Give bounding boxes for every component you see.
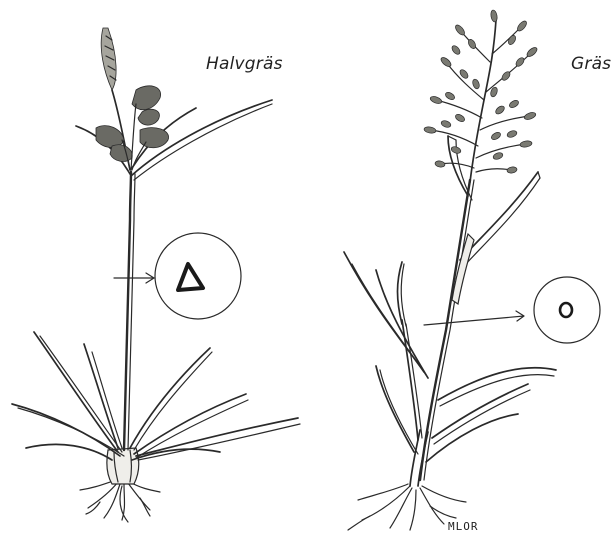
grass-panicle — [424, 10, 539, 182]
grass-spikelets — [424, 10, 539, 174]
grass-arrow — [424, 311, 524, 325]
grass-plant: MLOR — [344, 10, 600, 533]
sedge-inflorescence — [96, 28, 169, 170]
grass-cross-section — [534, 277, 600, 343]
sedge-roots — [80, 480, 160, 522]
sedge-basal-leaves — [12, 332, 300, 460]
sedge-label: Halvgräs — [206, 54, 283, 74]
sedge-arrow — [114, 273, 154, 283]
sedge-plant — [12, 28, 300, 522]
grass-label: Gräs — [571, 54, 611, 74]
artist-signature: MLOR — [448, 520, 479, 533]
sedge-cross-section — [155, 233, 241, 319]
sedge-stem — [124, 172, 131, 450]
